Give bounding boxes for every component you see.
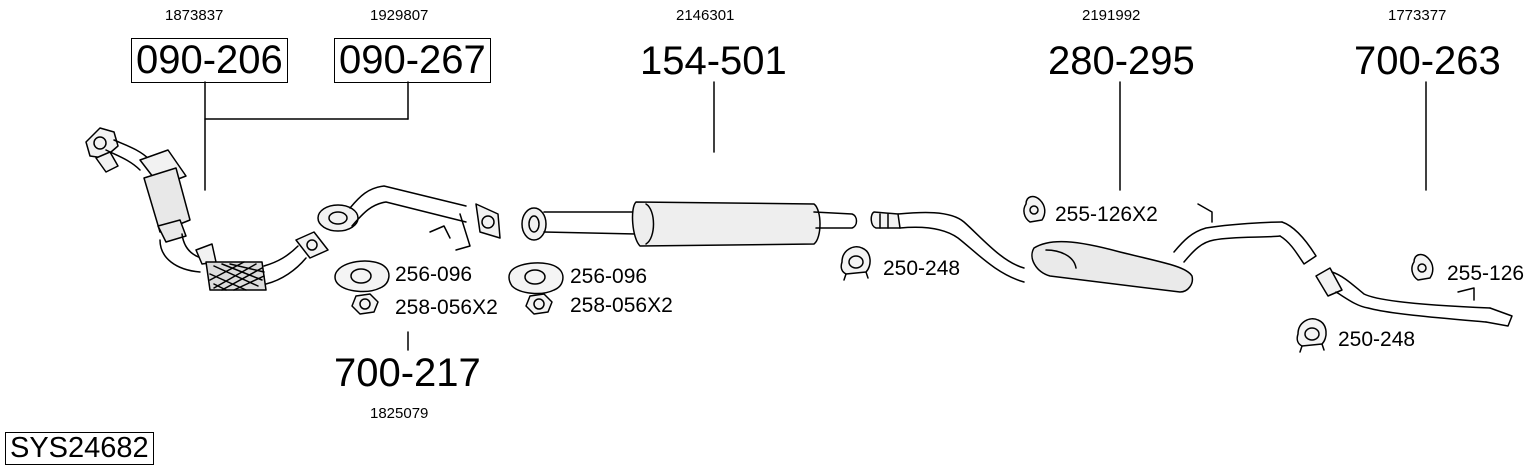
hanger-icon bbox=[1023, 195, 1046, 223]
accessory-label: 255-126X2 bbox=[1055, 203, 1158, 226]
clamp-icon bbox=[840, 246, 871, 281]
oe-number-label: 1825079 bbox=[370, 405, 429, 422]
accessory-label: 256-096 bbox=[395, 263, 473, 286]
part-number-label: 090-206 bbox=[131, 38, 288, 83]
nut-icon bbox=[525, 293, 553, 315]
nut-icon bbox=[351, 293, 379, 315]
oe-number-label: 1873837 bbox=[165, 7, 224, 24]
tail-pipe bbox=[1315, 267, 1513, 327]
part-number-label: 280-295 bbox=[1048, 39, 1195, 83]
gasket-icon bbox=[508, 262, 564, 295]
leader-lines bbox=[204, 81, 1427, 351]
gasket-icon bbox=[334, 260, 390, 293]
part-number-label: 154-501 bbox=[640, 39, 787, 83]
accessory-label: 258-056X2 bbox=[570, 294, 673, 317]
accessory-label: 256-096 bbox=[570, 265, 648, 288]
accessory-label: 255-126 bbox=[1447, 262, 1525, 285]
oe-number-label: 2146301 bbox=[676, 7, 735, 24]
intermediate-pipe bbox=[317, 185, 501, 251]
centre-silencer bbox=[521, 201, 858, 247]
hanger-icon bbox=[1411, 253, 1434, 281]
catalytic-converter-front-pipe bbox=[85, 127, 329, 291]
part-number-label: 090-267 bbox=[334, 38, 491, 83]
oe-number-label: 2191992 bbox=[1082, 7, 1141, 24]
oe-number-label: 1773377 bbox=[1388, 7, 1447, 24]
clamp-icon bbox=[1296, 318, 1327, 353]
accessory-label: 258-056X2 bbox=[395, 296, 498, 319]
part-number-label: 700-263 bbox=[1354, 39, 1501, 83]
system-id-label: SYS24682 bbox=[5, 432, 154, 465]
part-number-label: 700-217 bbox=[334, 351, 481, 395]
oe-number-label: 1929807 bbox=[370, 7, 429, 24]
rear-silencer bbox=[870, 203, 1317, 293]
accessory-label: 250-248 bbox=[883, 257, 961, 280]
accessory-label: 250-248 bbox=[1338, 328, 1416, 351]
